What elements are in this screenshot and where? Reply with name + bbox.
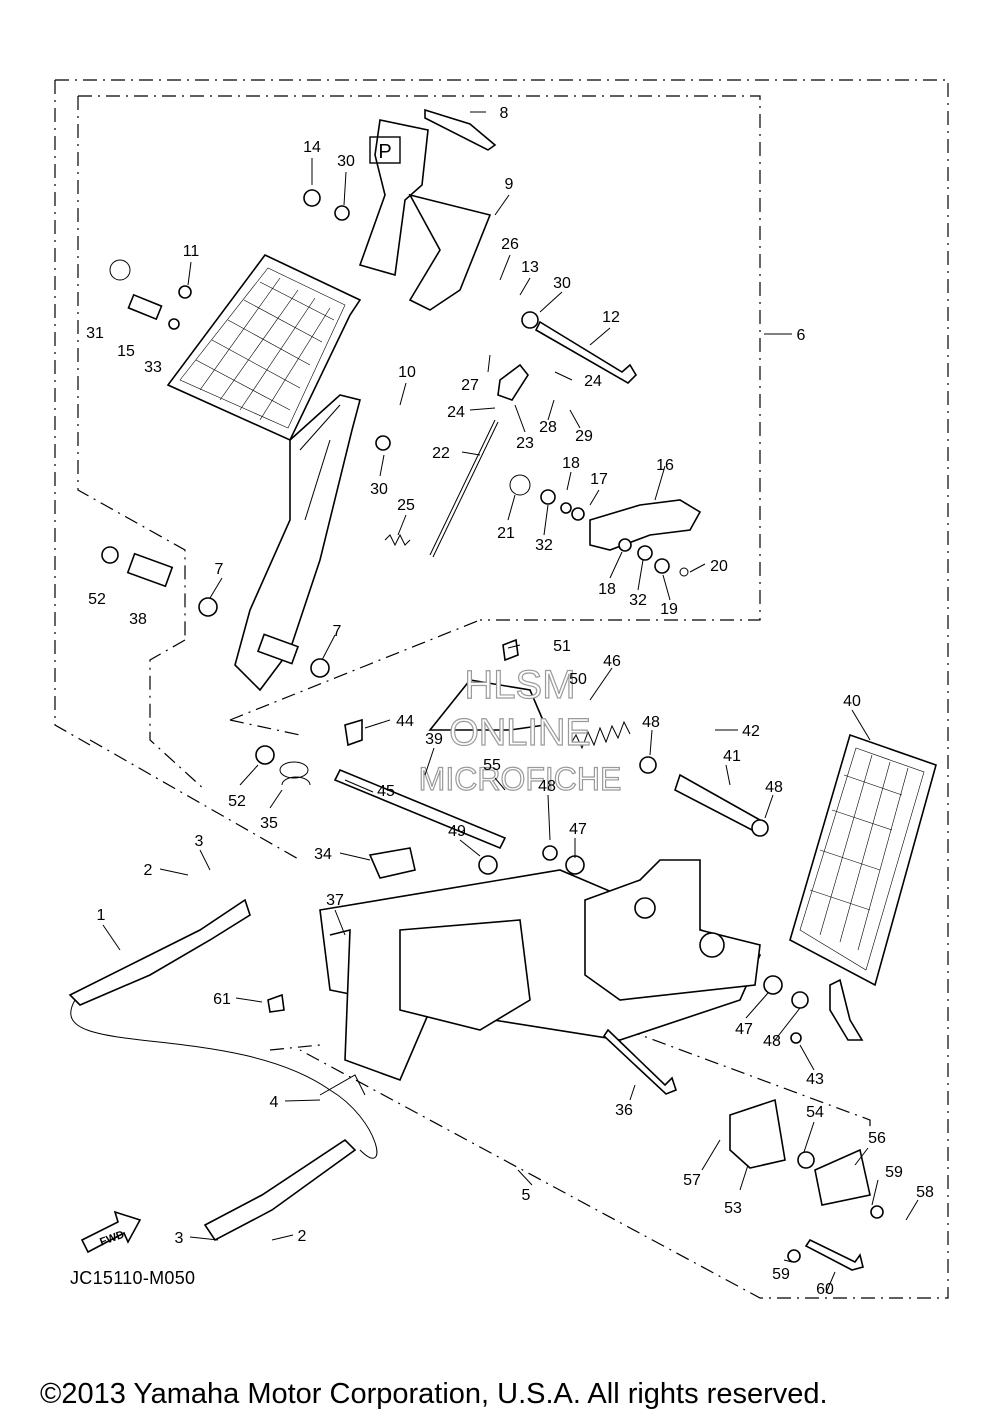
callout-labels: 8 14 30 9 26 11 13 30 31 15 33 12 6 27 2… bbox=[86, 105, 934, 1298]
callout-15: 15 bbox=[117, 343, 135, 360]
callout-52: 52 bbox=[228, 793, 246, 810]
callout-30: 30 bbox=[337, 153, 355, 170]
brake-pedal-assembly: P bbox=[101, 108, 702, 692]
callout-22: 22 bbox=[432, 445, 450, 462]
callout-52: 52 bbox=[88, 591, 106, 608]
callout-56: 56 bbox=[868, 1130, 886, 1147]
callout-13: 13 bbox=[521, 259, 539, 276]
callout-24: 24 bbox=[584, 373, 602, 390]
callout-7: 7 bbox=[333, 623, 342, 640]
fwd-arrow: FWD bbox=[80, 1210, 142, 1254]
callout-28: 28 bbox=[539, 419, 557, 436]
callout-18: 18 bbox=[562, 455, 580, 472]
callout-40: 40 bbox=[843, 693, 861, 710]
callout-3: 3 bbox=[175, 1230, 184, 1247]
callout-36: 36 bbox=[615, 1102, 633, 1119]
callout-4: 4 bbox=[270, 1094, 279, 1111]
callout-44: 44 bbox=[396, 713, 414, 730]
copyright-notice: ©2013 Yamaha Motor Corporation, U.S.A. A… bbox=[40, 1378, 828, 1410]
callout-33: 33 bbox=[144, 359, 162, 376]
callout-leaders bbox=[102, 111, 919, 1294]
callout-38: 38 bbox=[129, 611, 147, 628]
watermark-line-1: HLSM bbox=[464, 663, 575, 707]
callout-48: 48 bbox=[642, 714, 660, 731]
callout-59: 59 bbox=[885, 1164, 903, 1181]
callout-45: 45 bbox=[377, 783, 395, 800]
callout-42: 42 bbox=[742, 723, 760, 740]
callout-6: 6 bbox=[797, 327, 806, 344]
callout-19: 19 bbox=[660, 601, 678, 618]
callout-37: 37 bbox=[326, 892, 344, 909]
watermark: HLSM ONLINE MICROFICHE bbox=[418, 662, 622, 797]
watermark-line-2: ONLINE bbox=[449, 712, 590, 754]
callout-5: 5 bbox=[522, 1187, 531, 1204]
callout-25: 25 bbox=[397, 497, 415, 514]
callout-35: 35 bbox=[260, 815, 278, 832]
callout-47: 47 bbox=[569, 821, 587, 838]
callout-49: 49 bbox=[448, 823, 466, 840]
callout-47: 47 bbox=[735, 1021, 753, 1038]
callout-46: 46 bbox=[603, 653, 621, 670]
callout-11: 11 bbox=[183, 243, 200, 260]
callout-26: 26 bbox=[501, 236, 519, 253]
callout-1: 1 bbox=[97, 907, 106, 924]
accelerator-assembly bbox=[255, 638, 937, 1271]
callout-34: 34 bbox=[314, 846, 332, 863]
callout-24: 24 bbox=[447, 404, 465, 421]
callout-54: 54 bbox=[806, 1104, 824, 1121]
callout-48: 48 bbox=[538, 778, 556, 795]
callout-32: 32 bbox=[535, 537, 553, 554]
callout-57: 57 bbox=[683, 1172, 701, 1189]
callout-59: 59 bbox=[772, 1266, 790, 1283]
callout-23: 23 bbox=[516, 435, 534, 452]
callout-39: 39 bbox=[425, 731, 443, 748]
callout-31: 31 bbox=[86, 325, 104, 342]
callout-29: 29 bbox=[575, 428, 593, 445]
callout-48: 48 bbox=[763, 1033, 781, 1050]
callout-17: 17 bbox=[590, 471, 608, 488]
callout-55: 55 bbox=[483, 757, 501, 774]
callout-21: 21 bbox=[497, 525, 515, 542]
callout-51: 51 bbox=[553, 638, 571, 655]
callout-60: 60 bbox=[816, 1281, 834, 1298]
group-boundaries bbox=[54, 79, 949, 1299]
callout-8: 8 bbox=[500, 105, 509, 122]
callout-16: 16 bbox=[656, 457, 674, 474]
callout-12: 12 bbox=[602, 309, 620, 326]
callout-48: 48 bbox=[765, 779, 783, 796]
callout-10: 10 bbox=[398, 364, 416, 381]
callout-2: 2 bbox=[298, 1228, 307, 1245]
callout-43: 43 bbox=[806, 1071, 824, 1088]
watermark-line-3: MICROFICHE bbox=[419, 761, 622, 797]
callout-14: 14 bbox=[303, 139, 321, 156]
callout-9: 9 bbox=[505, 176, 514, 193]
callout-20: 20 bbox=[710, 558, 728, 575]
callout-53: 53 bbox=[724, 1200, 742, 1217]
callout-2: 2 bbox=[144, 862, 153, 879]
callout-18: 18 bbox=[598, 581, 616, 598]
drawing-code: JC15110-M050 bbox=[70, 1268, 196, 1288]
callout-61: 61 bbox=[213, 991, 231, 1008]
pedal-mark: P bbox=[378, 141, 391, 163]
callout-50: 50 bbox=[569, 671, 587, 688]
callout-41: 41 bbox=[723, 748, 741, 765]
callout-32: 32 bbox=[629, 592, 647, 609]
callout-3: 3 bbox=[195, 833, 204, 850]
callout-30: 30 bbox=[553, 275, 571, 292]
callout-30: 30 bbox=[370, 481, 388, 498]
callout-7: 7 bbox=[215, 561, 224, 578]
callout-58: 58 bbox=[916, 1184, 934, 1201]
callout-27: 27 bbox=[461, 377, 479, 394]
